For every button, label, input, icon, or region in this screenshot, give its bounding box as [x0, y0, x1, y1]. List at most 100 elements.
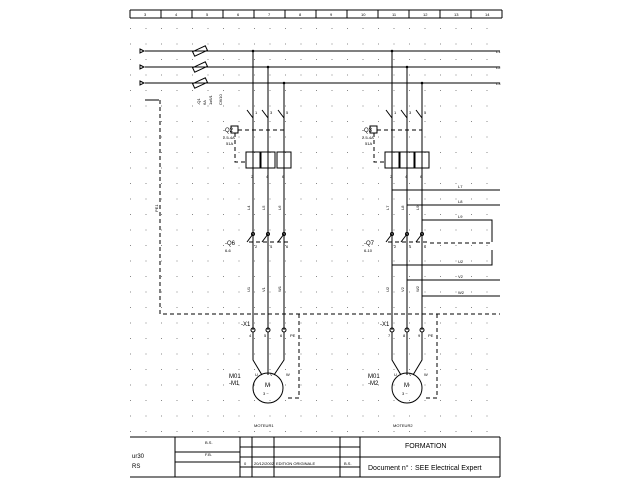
label: L4 [246, 205, 251, 210]
label: 6A [202, 100, 207, 105]
column-number: 8 [299, 12, 302, 17]
label: L7 [458, 184, 463, 189]
label: 5 [424, 110, 427, 115]
formation-title: FORMATION [405, 443, 446, 450]
label: L8 [458, 199, 463, 204]
label: 9 [418, 333, 421, 338]
label: RS [132, 464, 140, 470]
label: -X1 [241, 322, 251, 328]
label: L5 [261, 205, 266, 210]
label: 4 [266, 174, 269, 179]
label: 6 [286, 244, 289, 249]
label: 1x6/1 [208, 94, 213, 105]
column-number: 14 [485, 12, 490, 17]
label: 6 [424, 244, 427, 249]
label: V [270, 372, 273, 377]
label: U [394, 372, 397, 377]
label: V1 [261, 286, 266, 292]
label: 6 [282, 174, 285, 179]
label: L9 [458, 214, 463, 219]
fuse-q1: -Q1 6A 1x6/1 C6/10 [191, 45, 223, 105]
label: L6 [277, 205, 282, 210]
label: U1 [246, 286, 251, 292]
label: 4 [405, 174, 408, 179]
thermal-relay [414, 151, 430, 169]
label: L7 [385, 205, 390, 210]
label: -M1 [229, 381, 240, 387]
label: 6-6 [225, 248, 232, 253]
dot-grid [130, 20, 500, 435]
label: 4 [249, 333, 252, 338]
label: PE [428, 333, 434, 338]
thermal-relay [276, 151, 292, 169]
thermal-relay [260, 151, 276, 169]
label: 6 [280, 333, 283, 338]
column-number: 7 [268, 12, 271, 17]
label: 6-10 [364, 248, 373, 253]
motor2-branches: L7 L8 L9 U2 V2 W2 [392, 184, 500, 297]
label: V [409, 372, 412, 377]
title-block: ur30 RS B.S. F.B. 0 20/12/2002 EDITION O… [130, 436, 501, 478]
label: 20/12/2002 [254, 461, 275, 466]
label: W [286, 372, 290, 377]
label: 4 [409, 244, 412, 249]
pe-label: PE1 [154, 204, 159, 212]
label: W2 [415, 285, 420, 292]
line-label-l2: L2 [496, 65, 501, 70]
label: 51A [365, 141, 372, 146]
label: -Q7 [364, 241, 375, 247]
label: B.S. [344, 461, 352, 466]
column-number: 11 [392, 12, 397, 17]
label: PE [290, 333, 296, 338]
column-number: 4 [175, 12, 178, 17]
label: M [265, 383, 270, 389]
label: M01 [229, 374, 241, 380]
label: 2 [251, 174, 254, 179]
label: 2.5-4A [223, 135, 235, 140]
motor2-circuit: 12L72U27U34L84V28V56L96W29W-Q32.5-4A51A-… [362, 49, 438, 428]
label: 2 [390, 174, 393, 179]
label: Document n° : [368, 464, 412, 472]
motor1-circuit: 12L42U14U34L54V15V56L66W16W-Q22.5-4A51A-… [223, 49, 300, 428]
column-number: 13 [454, 12, 459, 17]
label: 51A [226, 141, 233, 146]
label: 7 [388, 333, 391, 338]
label: 6 [420, 174, 423, 179]
label: 3 ~ [402, 391, 408, 396]
label: W [424, 372, 428, 377]
label: 3 [270, 110, 273, 115]
document-number: SEE Electrical Expert [415, 465, 482, 472]
label: 8 [403, 333, 406, 338]
label: 2.5-4A [362, 135, 374, 140]
label: W2 [458, 290, 465, 295]
label: L9 [415, 205, 420, 210]
label: U2 [385, 286, 390, 292]
motor-symbol [391, 372, 423, 404]
column-number: 3 [144, 12, 147, 17]
label: V2 [458, 274, 464, 279]
label: 0 [244, 461, 247, 466]
label: EDITION ORIGINALE [276, 461, 315, 466]
label: M01 [368, 374, 380, 380]
label: ur30 [132, 454, 145, 460]
column-number: 10 [361, 12, 366, 17]
label: 4 [270, 244, 273, 249]
label: U [255, 372, 258, 377]
label: U2 [458, 259, 464, 264]
label: 2 [255, 244, 258, 249]
label: L8 [400, 205, 405, 210]
label: 5 [286, 110, 289, 115]
motor-symbol [252, 372, 284, 404]
label: C6/10 [218, 94, 223, 105]
column-number: 12 [423, 12, 428, 17]
power-lines: L1 L2 L3 [139, 48, 501, 86]
label: M [404, 383, 409, 389]
label: 1 [255, 110, 258, 115]
column-number: 6 [237, 12, 240, 17]
label: -Q1 [196, 98, 201, 105]
thermal-relay [399, 151, 415, 169]
column-number: 9 [330, 12, 333, 17]
label: -Q2 [223, 128, 234, 134]
